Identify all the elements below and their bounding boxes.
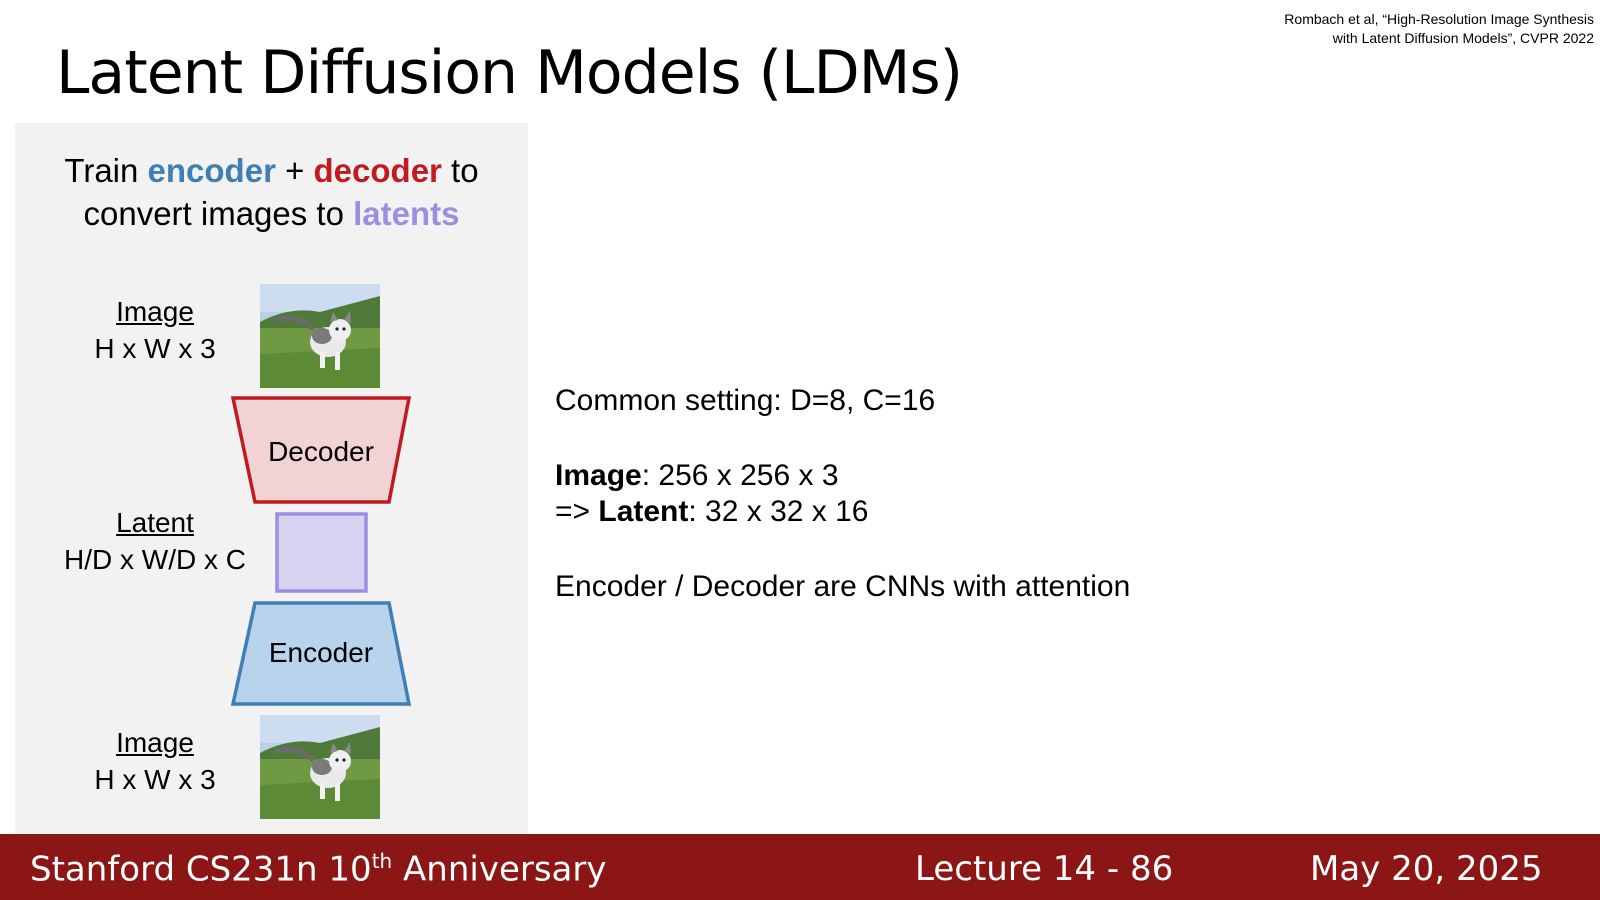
- latent-size-line: => Latent: 32 x 32 x 16: [555, 494, 1130, 530]
- bottom-image-shape: H x W x 3: [94, 764, 216, 795]
- headline-plus: +: [275, 152, 314, 189]
- headline-encoder: encoder: [147, 152, 276, 189]
- latent-arrow: =>: [555, 495, 599, 528]
- top-image-label: Image H x W x 3: [75, 293, 235, 367]
- slide-footer: Stanford CS231n 10th Anniversary Lecture…: [0, 834, 1600, 900]
- citation-line-1: Rombach et al, “High-Resolution Image Sy…: [1284, 11, 1594, 27]
- kitten-photo-bottom: [260, 715, 380, 819]
- headline-to: to: [441, 152, 479, 189]
- course-name-main: Stanford CS231n 10: [30, 849, 372, 890]
- latent-shape: H/D x W/D x C: [64, 544, 246, 575]
- headline-latents: latents: [353, 195, 460, 232]
- image-size-value: : 256 x 256 x 3: [641, 459, 839, 492]
- headline-train: Train: [64, 152, 148, 189]
- decoder-block: [230, 396, 412, 504]
- kitten-photo-icon: [260, 284, 380, 388]
- top-image-title: Image: [116, 296, 194, 327]
- kitten-photo-top: [260, 284, 380, 388]
- bottom-image-title: Image: [116, 727, 194, 758]
- headline-convert: convert images to: [83, 195, 354, 232]
- decoder-label: Decoder: [268, 436, 374, 467]
- citation-line-2: with Latent Diffusion Models”, CVPR 2022: [1332, 30, 1594, 46]
- latent-block: [275, 512, 368, 593]
- course-name-sup: th: [371, 849, 393, 873]
- encoder-decoder-diagram: Decoder Encoder: [230, 396, 412, 706]
- kitten-photo-icon: [260, 715, 380, 819]
- course-name-end: Anniversary: [392, 849, 607, 890]
- latent-title: Latent: [116, 507, 194, 538]
- citation: Rombach et al, “High-Resolution Image Sy…: [1174, 10, 1594, 48]
- course-name: Stanford CS231n 10th Anniversary: [30, 849, 607, 889]
- latent-label: Latent H/D x W/D x C: [45, 504, 265, 578]
- bottom-image-label: Image H x W x 3: [75, 724, 235, 798]
- common-setting: Common setting: D=8, C=16: [555, 384, 936, 417]
- latent-size-value: : 32 x 32 x 16: [688, 495, 869, 528]
- encoder-label: Encoder: [269, 637, 373, 668]
- encoder-block: [230, 601, 412, 706]
- lecture-date: May 20, 2025: [1310, 849, 1543, 889]
- panel-headline: Train encoder + decoder to convert image…: [15, 149, 528, 235]
- lecture-number: Lecture 14 - 86: [915, 849, 1174, 889]
- top-image-shape: H x W x 3: [94, 333, 216, 364]
- headline-decoder: decoder: [313, 152, 442, 189]
- latent-size-label: Latent: [598, 495, 689, 528]
- image-size-label: Image: [555, 459, 642, 492]
- architecture-note: Encoder / Decoder are CNNs with attentio…: [555, 570, 1131, 603]
- ldm-info-text: Common setting: D=8, C=16 Image: 256 x 2…: [555, 383, 1130, 605]
- ldm-diagram-panel: Train encoder + decoder to convert image…: [15, 123, 528, 833]
- slide-title: Latent Diffusion Models (LDMs): [56, 38, 963, 108]
- image-size-line: Image: 256 x 256 x 3: [555, 458, 1130, 494]
